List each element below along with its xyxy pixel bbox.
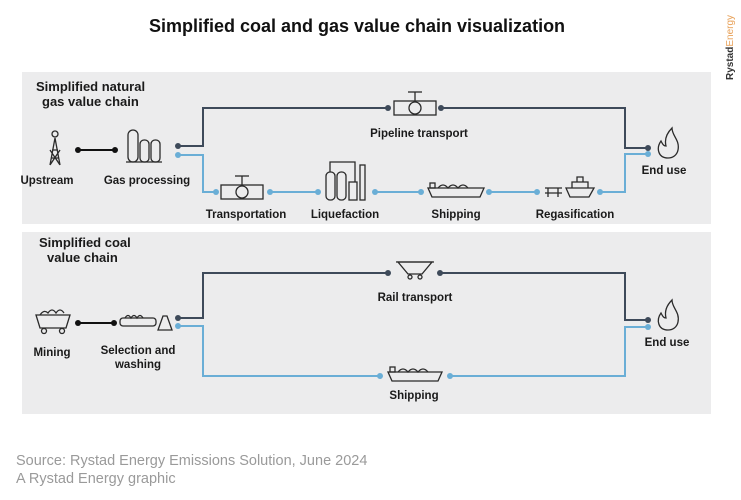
credit-text: A Rystad Energy graphic [16,471,176,487]
coal-ship-icon [386,366,444,382]
label-coal-shipping: Shipping [389,390,438,402]
label-pipeline-transport: Pipeline transport [370,128,468,140]
liquefaction-plant-icon [325,161,366,201]
lng-ship-icon [426,182,486,198]
regasification-terminal-icon [545,176,596,198]
coal-heading-2: value chain [47,250,118,265]
label-transportation: Transportation [206,209,287,221]
coal-heading-1: Simplified coal [39,235,131,250]
gas-processing-icon [126,129,162,163]
label-gas-processing: Gas processing [104,175,190,187]
source-text: Source: Rystad Energy Emissions Solution… [16,453,368,469]
label-gas-end-use: End use [642,165,687,177]
coal-lines [75,270,651,379]
label-coal-end-use: End use [645,337,690,349]
label-liquefaction: Liquefaction [311,209,379,221]
svg-text:RystadEnergy: RystadEnergy [725,15,736,80]
gas-lines [75,105,651,195]
rail-wagon-icon [396,261,434,280]
title: Simplified coal and gas value chain visu… [149,16,565,36]
label-regasification: Regasification [536,209,615,221]
pipeline-valve-icon [393,91,437,116]
gas-heading-2: gas value chain [42,94,139,109]
coal-panel [22,232,711,414]
transport-valve-icon [220,175,264,200]
oil-rig-icon [49,130,61,166]
label-upstream: Upstream [20,175,73,187]
flame-icon [657,126,679,159]
gas-panel [22,72,711,224]
label-selection-1: Selection and [101,345,176,357]
mine-cart-icon [35,309,71,335]
label-mining: Mining [33,347,70,359]
gas-heading-1: Simplified natural [36,79,145,94]
flame-icon [657,298,679,331]
label-gas-shipping: Shipping [431,209,480,221]
label-selection-2: washing [114,359,161,371]
label-rail-transport: Rail transport [378,292,453,304]
brand-logo: RystadEnergy [725,15,736,80]
coal-washing-icon [119,314,173,331]
